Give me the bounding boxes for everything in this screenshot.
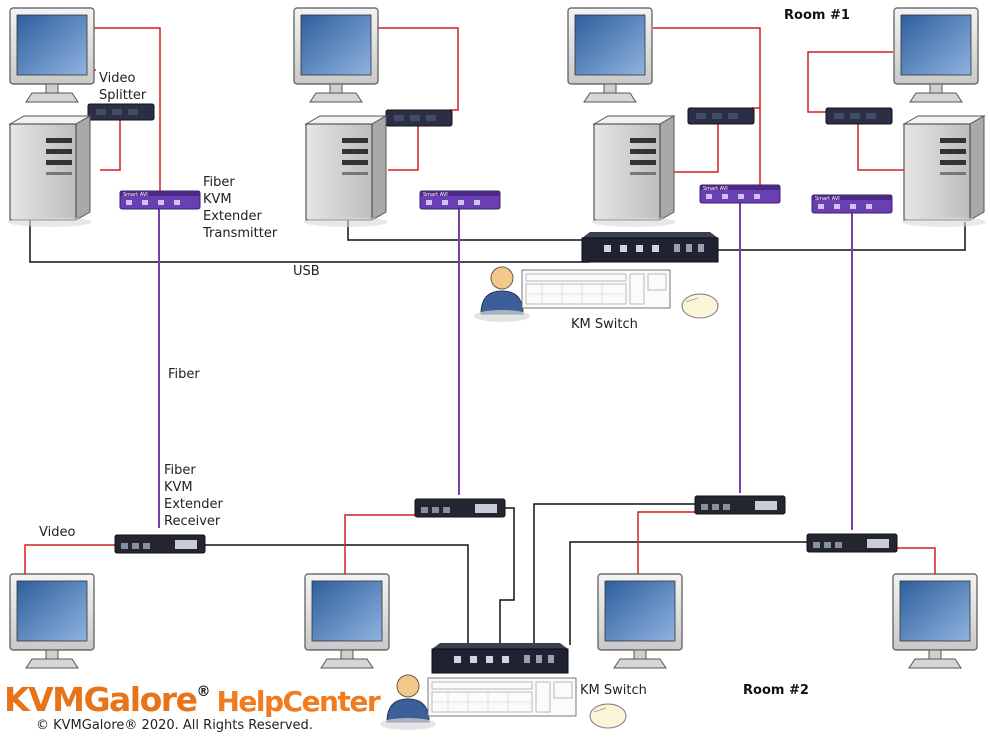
video-splitter-icon: [87, 103, 155, 121]
km-switch-label-bottom: KM Switch: [580, 683, 647, 698]
video-splitter-label-line2: Splitter: [99, 88, 147, 103]
device-brand-text: Smart AVI: [423, 192, 448, 198]
monitor-icon: [597, 573, 683, 669]
room-1-label: Room #1: [784, 8, 850, 23]
computer-tower-icon: [591, 115, 677, 228]
fiber-receiver-icon: [414, 498, 506, 518]
room-2-label: Room #2: [743, 683, 809, 698]
video-cables: [24, 27, 936, 580]
monitor-icon: [567, 7, 653, 103]
fiber-label: Fiber: [168, 367, 200, 382]
receiver-label-line4: Receiver: [164, 514, 221, 529]
monitor-icon: [304, 573, 390, 669]
monitor-icon: [293, 7, 379, 103]
copyright-text: © KVMGalore® 2020. All Rights Reserved.: [36, 718, 313, 733]
mouse-icon: [681, 293, 719, 319]
computer-tower-icon: [303, 115, 389, 228]
receiver-label-line2: KVM: [164, 480, 193, 495]
km-switch-icon: [431, 642, 569, 674]
keyboard-icon: [521, 269, 671, 309]
receiver-label-line1: Fiber: [164, 463, 196, 478]
monitor-icon: [9, 573, 95, 669]
fiber-cables: [158, 200, 853, 530]
monitor-icon: [893, 7, 979, 103]
km-switch-label-top: KM Switch: [571, 317, 638, 332]
device-brand-text: Smart AVI: [815, 196, 840, 202]
logo-reg-mark: ®: [196, 684, 211, 700]
kvmgalore-logo: KVMGalore® HelpCenter: [4, 680, 381, 719]
video-splitter-icon: [385, 109, 453, 127]
monitor-icon: [9, 7, 95, 103]
device-brand-text: Smart AVI: [703, 186, 728, 192]
fiber-receiver-icon: [114, 534, 206, 554]
monitor-icon: [892, 573, 978, 669]
logo-helpcenter: HelpCenter: [216, 685, 380, 718]
computer-tower-icon: [901, 115, 987, 228]
transmitter-label-line4: Transmitter: [203, 226, 278, 241]
transmitter-label-line3: Extender: [203, 209, 262, 224]
transmitter-label-line1: Fiber: [203, 175, 235, 190]
fiber-receiver-icon: [806, 533, 898, 553]
logo-brand: KVMGalore: [4, 680, 198, 719]
transmitter-label-line2: KVM: [203, 192, 232, 207]
video-splitter-icon: [825, 107, 893, 125]
device-brand-text: Smart AVI: [123, 192, 148, 198]
computer-tower-icon: [7, 115, 93, 228]
keyboard-icon: [427, 677, 577, 717]
video-label: Video: [39, 525, 76, 540]
km-switch-icon: [581, 231, 719, 263]
mouse-icon: [589, 703, 627, 729]
video-splitter-label-line1: Video: [99, 71, 136, 86]
fiber-receiver-icon: [694, 495, 786, 515]
usb-label: USB: [293, 264, 320, 279]
receiver-label-line3: Extender: [164, 497, 223, 512]
video-splitter-icon: [687, 107, 755, 125]
